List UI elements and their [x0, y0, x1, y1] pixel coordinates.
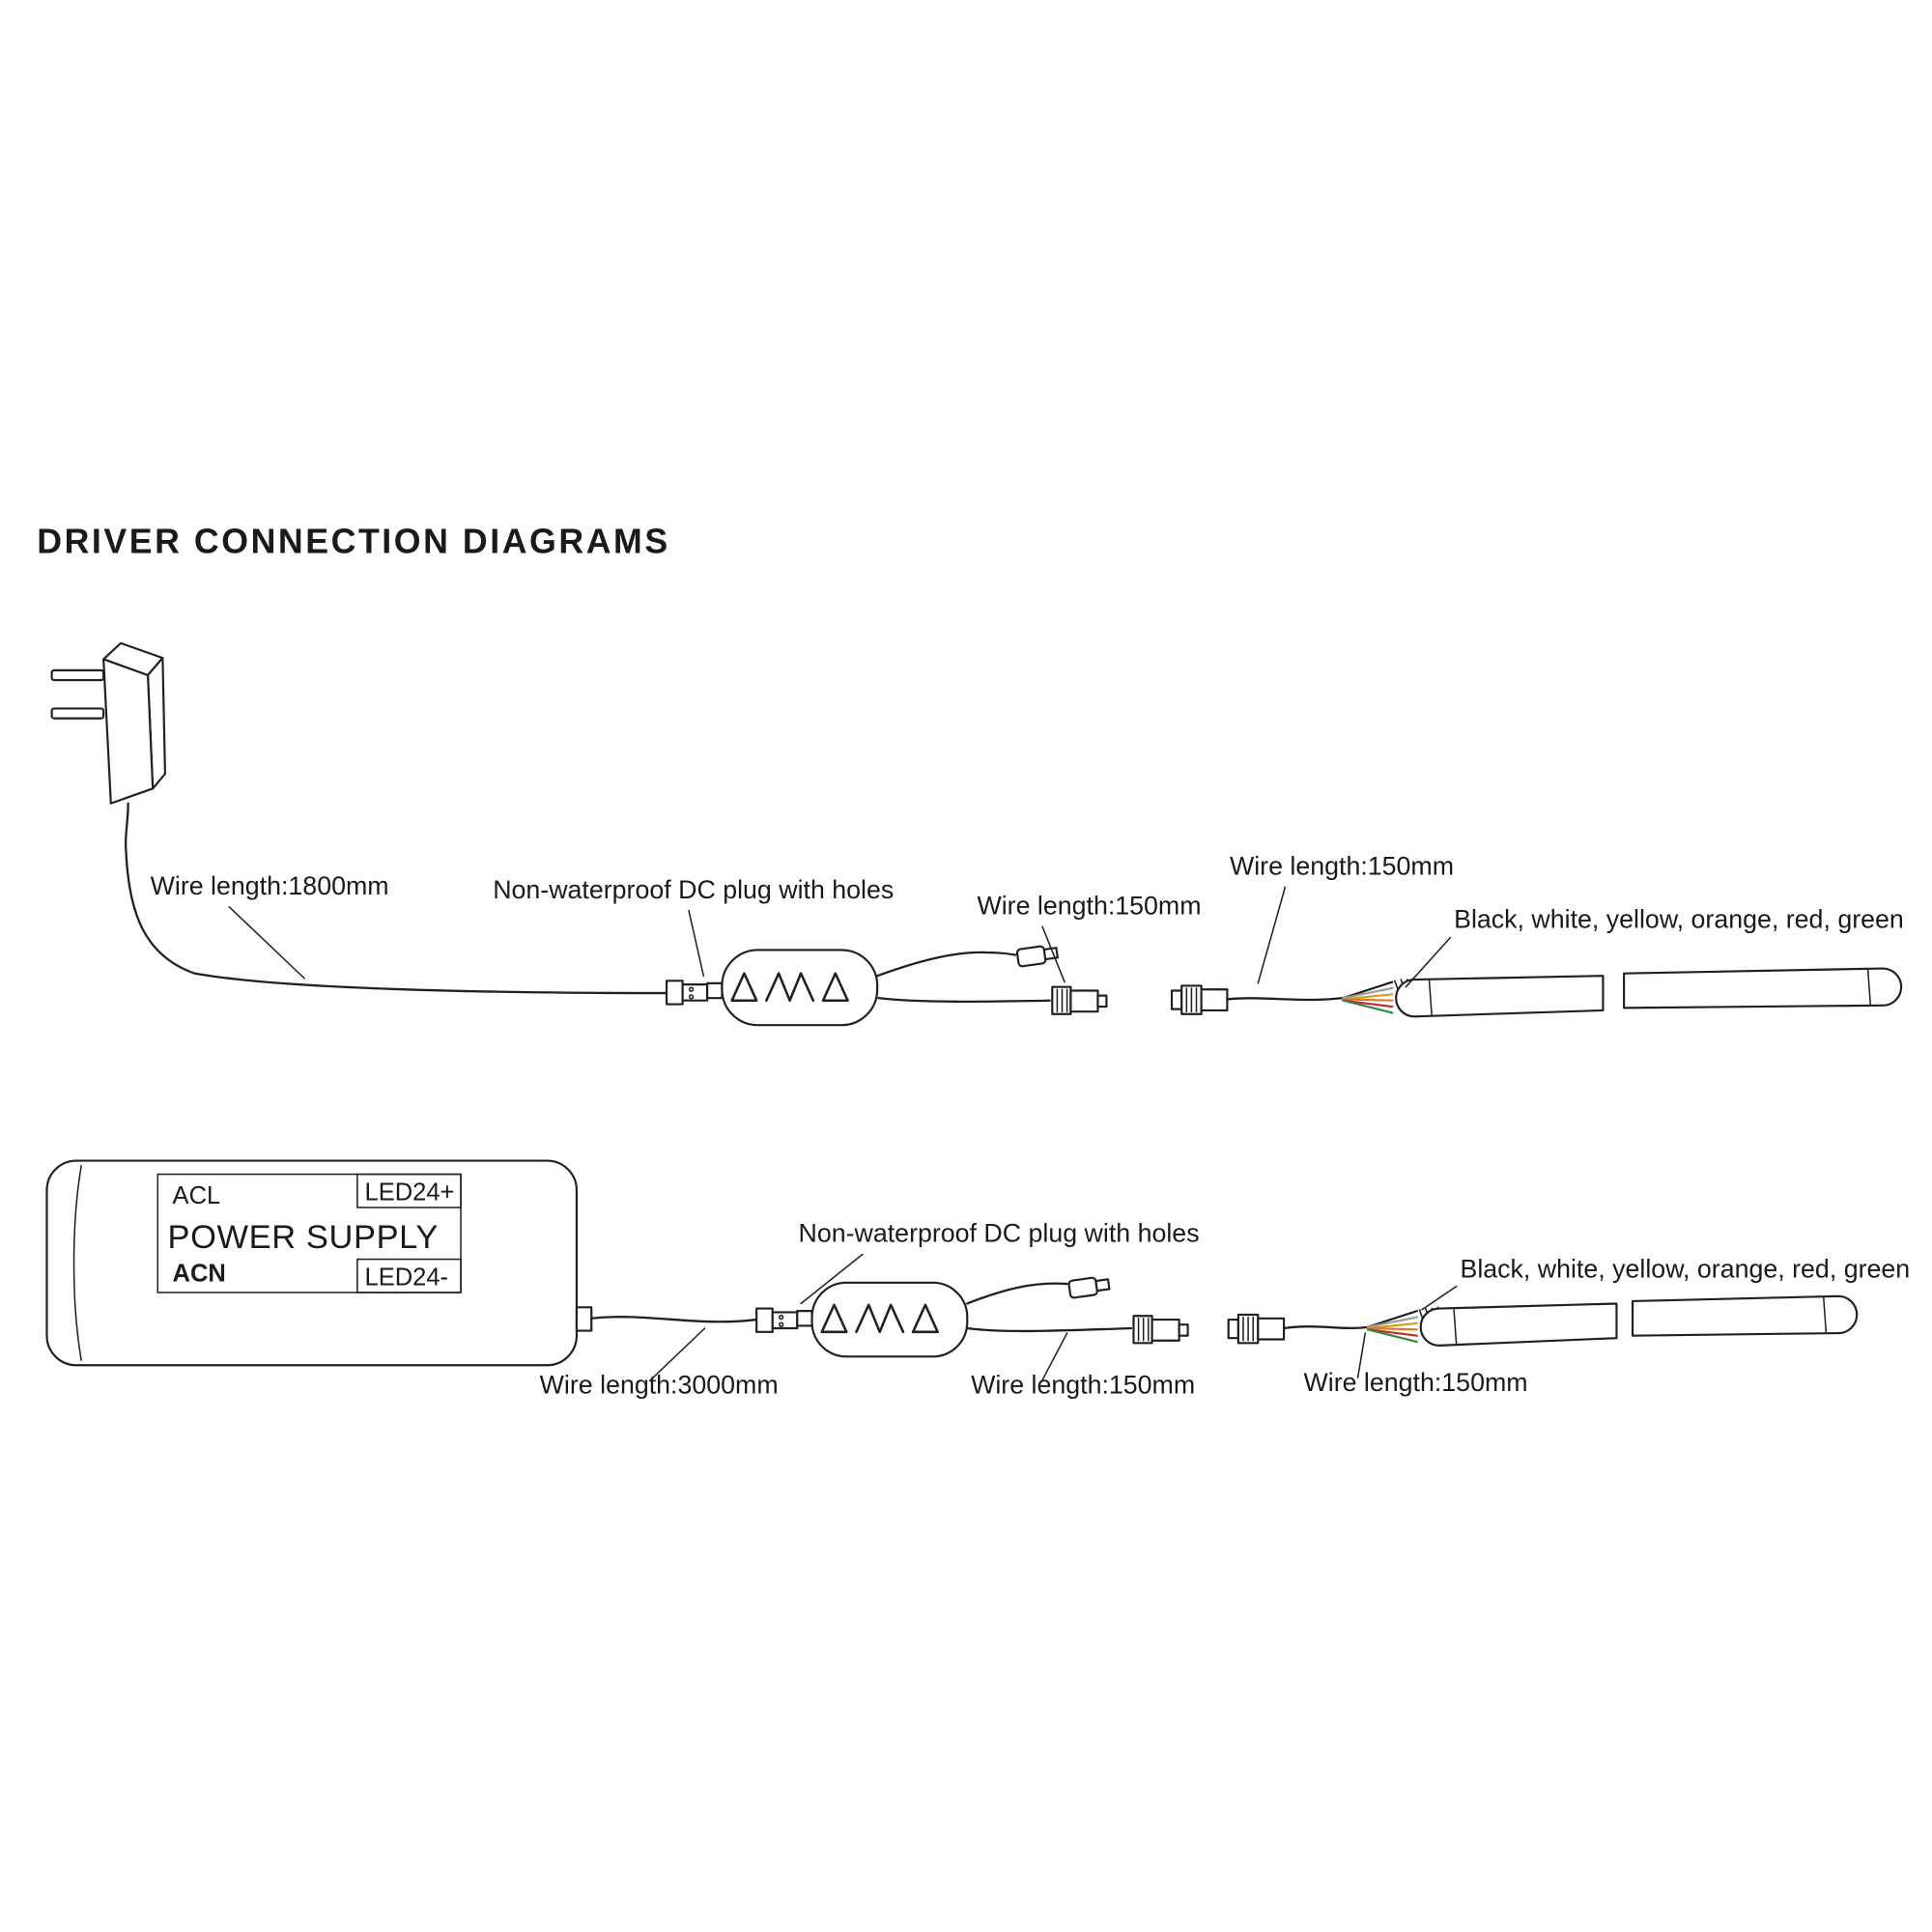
connector-body	[1200, 988, 1229, 1012]
driver-logo	[820, 1303, 939, 1334]
driver-output-wire-lower	[877, 997, 1051, 1004]
connector-tip	[1178, 1323, 1189, 1337]
dc-plug-barrel	[681, 983, 709, 1002]
terminal-box-led-plus	[356, 1173, 462, 1208]
leader-line	[800, 1253, 864, 1305]
mini-plug-tip	[1094, 1278, 1111, 1293]
diagram-bottom: ACL LED24+ POWER SUPPLY ACN LED24- Non-w…	[45, 1159, 1910, 1400]
leader-line	[228, 906, 305, 980]
dc-plug-icon	[665, 980, 709, 1006]
leader-line	[1257, 886, 1287, 984]
driver-logo	[730, 972, 849, 1002]
mini-plug-connector-icon	[1067, 1276, 1111, 1299]
driver-body	[721, 949, 879, 1027]
strip-assembly-bottom	[1227, 1294, 1859, 1347]
led-strip-segment	[1623, 967, 1903, 1009]
strip-end-cap	[1453, 1309, 1458, 1346]
mini-plug-body	[1015, 945, 1047, 968]
label-wire-length-150-output-bottom: Wire length:150mm	[971, 1371, 1195, 1400]
strip-end-cap	[1428, 980, 1433, 1016]
dc-plug-icon	[755, 1307, 799, 1333]
leader-line	[1356, 1332, 1367, 1378]
dc-plug-hole	[778, 1314, 784, 1321]
dc-plug-body	[665, 980, 684, 1006]
label-wire-length-3000: Wire length:3000mm	[540, 1371, 779, 1400]
driver-input-nub	[796, 1310, 813, 1327]
connector-tip	[1096, 994, 1108, 1009]
plug-prong-top	[50, 668, 105, 682]
leader-line	[1421, 1285, 1458, 1311]
dc-plug-hole	[778, 1321, 784, 1327]
wire-3000	[590, 1316, 758, 1323]
driver-input-nub	[706, 981, 724, 1000]
leader-line	[1041, 925, 1065, 983]
power-supply-output-nub	[575, 1306, 593, 1332]
driver-output-wire-upper	[966, 1282, 1068, 1305]
strip-connector-icon	[1051, 985, 1108, 1015]
led-strip-segment	[1419, 1302, 1618, 1347]
driver-icon	[706, 949, 1051, 1027]
label-strip-wires-bottom: Black, white, yellow, orange, red, green	[1460, 1255, 1910, 1284]
label-wire-length-150-strip-top: Wire length:150mm	[1230, 852, 1454, 881]
terminal-led-minus: LED24-	[365, 1264, 448, 1291]
page-title: DRIVER CONNECTION DIAGRAMS	[37, 523, 669, 561]
label-wire-length-150-strip-bottom: Wire length:150mm	[1303, 1368, 1527, 1397]
strip-end-cap	[1866, 969, 1871, 1006]
driver-body	[810, 1281, 969, 1358]
plug-prong-bottom	[50, 707, 105, 720]
leader-line	[688, 909, 705, 977]
label-dc-plug-bottom: Non-waterproof DC plug with holes	[799, 1219, 1200, 1248]
terminal-acn: ACN	[173, 1261, 226, 1288]
connector-body	[1257, 1317, 1286, 1341]
mini-plug-body	[1067, 1276, 1098, 1299]
terminal-acl: ACL	[173, 1182, 221, 1209]
power-supply-icon: ACL LED24+ POWER SUPPLY ACN LED24-	[45, 1159, 593, 1367]
strip-input-wire	[1226, 997, 1345, 1002]
strip-input-connector-icon	[1227, 1313, 1286, 1345]
strip-connector-icon	[1132, 1315, 1189, 1345]
leader-line	[1041, 1332, 1068, 1381]
power-supply-body	[45, 1159, 579, 1367]
strip-end-cap	[1822, 1296, 1828, 1333]
power-supply-end-cap	[72, 1164, 82, 1361]
wire-1800	[124, 843, 668, 995]
connector-body	[1151, 1318, 1180, 1342]
adapter-cord	[124, 802, 129, 847]
dc-plug-barrel	[771, 1311, 799, 1330]
strip-input-wire	[1282, 1325, 1369, 1330]
label-strip-wires-top: Black, white, yellow, orange, red, green	[1454, 904, 1904, 933]
adapter-front-face	[102, 658, 155, 805]
mini-plug-connector-icon	[1015, 945, 1059, 968]
led-strip-segment	[1631, 1294, 1859, 1337]
strip-assembly-top	[1170, 967, 1903, 1018]
dc-plug-hole	[688, 986, 695, 992]
driver-output-wire-lower	[966, 1326, 1133, 1333]
leader-line	[1405, 936, 1452, 988]
label-dc-plug-top: Non-waterproof DC plug with holes	[493, 875, 894, 904]
label-wire-length-150-output-top: Wire length:150mm	[977, 891, 1201, 920]
driver-output-wire-upper	[876, 951, 1017, 978]
dc-plug-hole	[688, 994, 695, 1000]
terminal-box-led-minus	[356, 1258, 462, 1293]
terminal-led-plus: LED24+	[365, 1179, 455, 1206]
diagram-top: Wire length:1800mm Non-waterproof DC plu…	[50, 641, 1904, 1027]
connector-tip	[1227, 1318, 1239, 1340]
led-strip-segment	[1395, 975, 1605, 1018]
dc-plug-body	[755, 1307, 774, 1333]
label-wire-length-1800: Wire length:1800mm	[151, 871, 389, 900]
strip-input-connector-icon	[1170, 984, 1229, 1015]
connector-tip	[1170, 989, 1183, 1010]
power-supply-label-box	[156, 1173, 462, 1293]
power-supply-name: POWER SUPPLY	[167, 1219, 439, 1256]
driver-icon	[796, 1281, 1133, 1358]
leader-line	[649, 1327, 706, 1381]
wall-plug-adapter-icon	[50, 641, 167, 847]
connector-body	[1069, 989, 1099, 1013]
